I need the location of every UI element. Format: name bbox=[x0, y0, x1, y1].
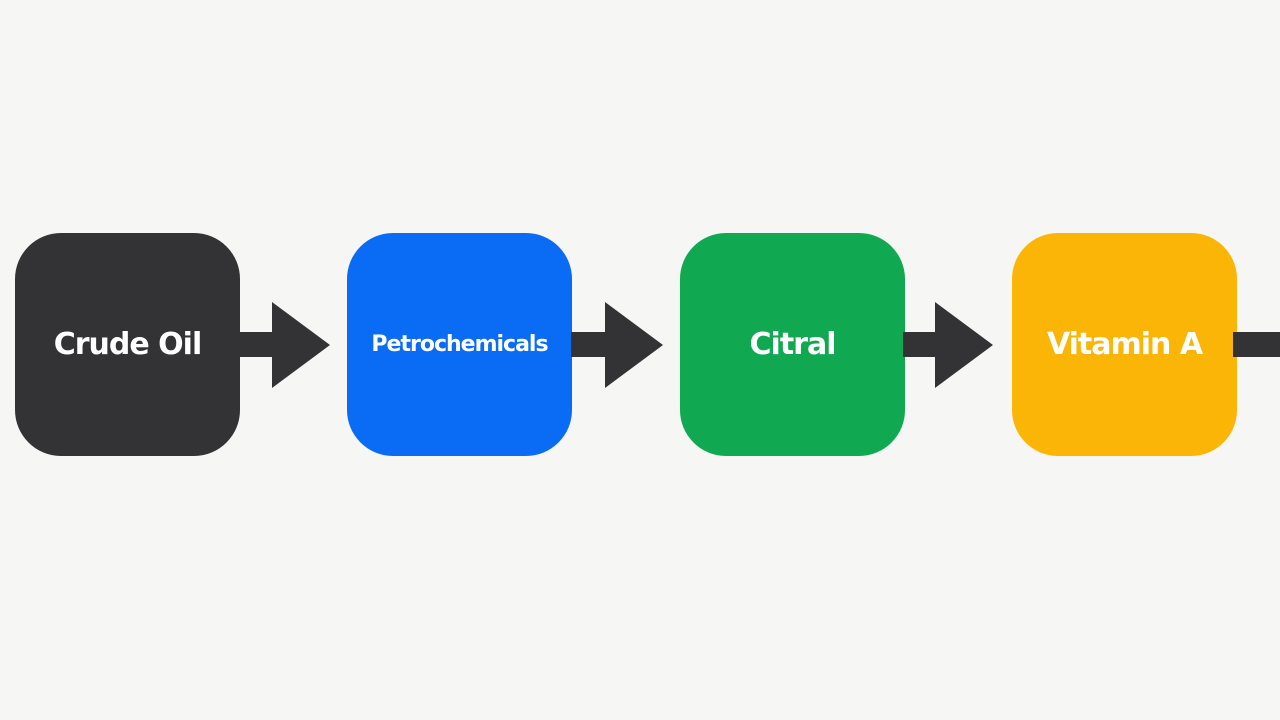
step-vitamin-a: Vitamin A bbox=[1012, 233, 1237, 456]
step-label: Vitamin A bbox=[1046, 327, 1203, 362]
step-crude-oil: Crude Oil bbox=[15, 233, 240, 456]
step-label: Petrochemicals bbox=[371, 332, 548, 357]
step-label: Crude Oil bbox=[53, 327, 203, 362]
arrow-head-icon bbox=[605, 302, 663, 388]
arrow-shaft-continuing bbox=[1233, 332, 1280, 357]
arrow-shaft bbox=[571, 332, 607, 357]
step-petrochemicals: Petrochemicals bbox=[347, 233, 572, 456]
arrow-shaft bbox=[903, 332, 937, 357]
arrow-shaft bbox=[238, 332, 274, 357]
arrow-head-icon bbox=[272, 302, 330, 388]
arrow-head-icon bbox=[935, 302, 993, 388]
step-label: Citral bbox=[749, 327, 837, 362]
step-citral: Citral bbox=[680, 233, 905, 456]
